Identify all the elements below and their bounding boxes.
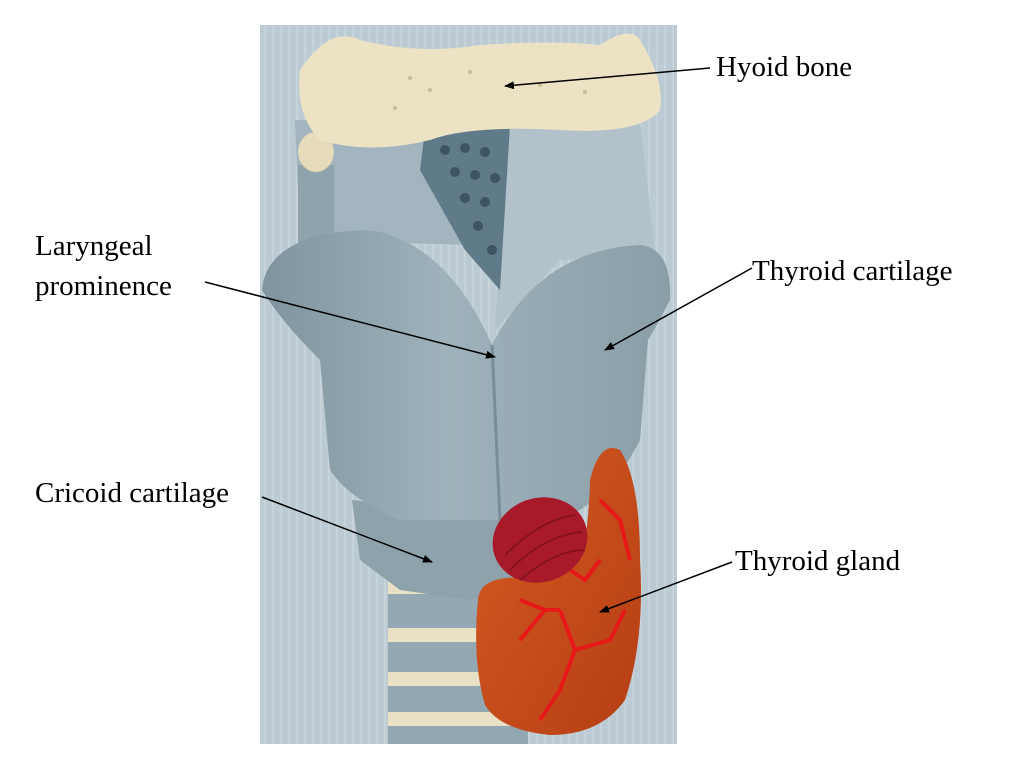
thyroid-blood-vessels: [518, 498, 632, 722]
thyroid-gland-shape: [476, 448, 641, 735]
hyoid-bone-label: Hyoid bone: [716, 51, 853, 83]
hyoid-bone-shape: [299, 33, 661, 148]
cricothyroid-muscle: [492, 497, 588, 583]
laryngeal-prominence-ridge: [490, 344, 502, 521]
thyroid-gland-label: Thyroid gland: [735, 545, 901, 577]
thyroid-cartilage-label: Thyroid cartilage: [752, 255, 953, 287]
muscle-fibers: [504, 514, 586, 581]
thyrohyoid-muscle: [495, 120, 655, 330]
cricoid-cartilage-label: Cricoid cartilage: [35, 477, 230, 509]
laryngeal-prominence-label-line1: Laryngeal: [35, 230, 153, 262]
laryngeal-prominence-label-line2: prominence: [35, 270, 172, 302]
hyoid-greater-horn-left: [298, 132, 334, 172]
epiglottis-pores: [440, 143, 500, 255]
